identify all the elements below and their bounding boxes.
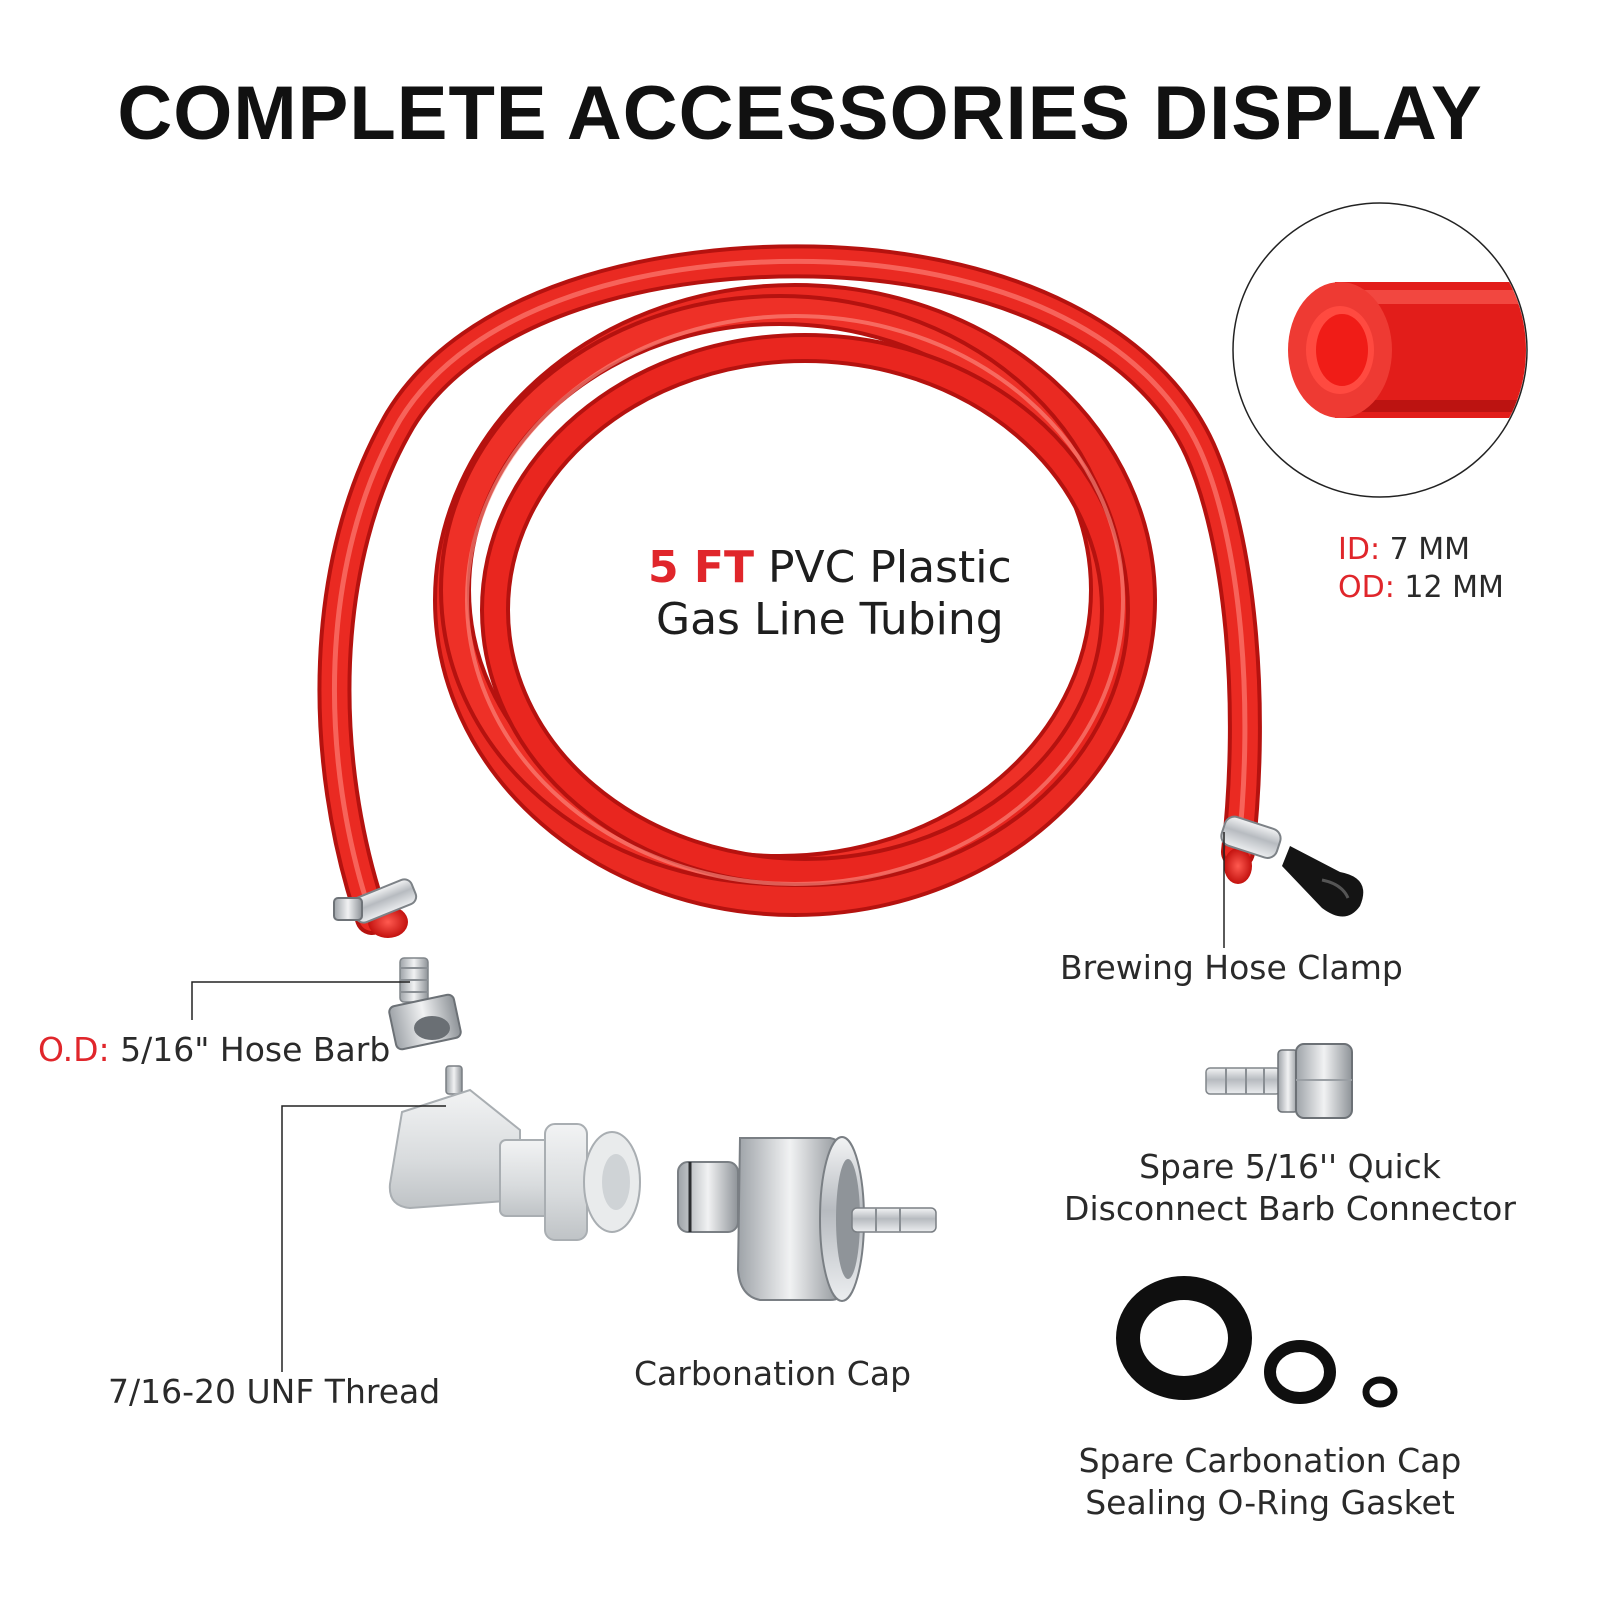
tube-end-right — [1224, 848, 1252, 884]
carbonation-cap — [677, 1136, 937, 1302]
spare-barb-line2: Disconnect Barb Connector — [1064, 1189, 1516, 1228]
o-ring-gaskets — [1116, 1276, 1398, 1408]
hose-barb-label: O.D: 5/16" Hose Barb — [38, 1030, 390, 1069]
brewing-hose-clamp — [1220, 815, 1364, 917]
id-value: 7 MM — [1389, 532, 1470, 567]
spare-barb-line1: Spare 5/16'' Quick — [1139, 1147, 1441, 1186]
hose-clamp-left — [333, 878, 418, 924]
thread-label: 7/16-20 UNF Thread — [108, 1372, 441, 1411]
inner-diameter-label: ID: 7 MM — [1338, 532, 1470, 567]
tubing-material: PVC Plastic — [768, 542, 1012, 593]
carbonation-cap-label: Carbonation Cap — [634, 1354, 912, 1393]
o-ring-label: Spare Carbonation Cap Sealing O-Ring Gas… — [1060, 1440, 1480, 1524]
o-ring-line2: Sealing O-Ring Gasket — [1085, 1483, 1455, 1522]
tubing-label: 5 FT PVC Plastic Gas Line Tubing — [648, 542, 1012, 646]
id-key: ID: — [1338, 532, 1381, 567]
leader-lines — [191, 832, 1225, 1372]
od-key: OD: — [1338, 570, 1395, 605]
o-ring-line1: Spare Carbonation Cap — [1078, 1441, 1462, 1480]
hose-clamp-label: Brewing Hose Clamp — [1060, 948, 1403, 987]
od-value: 12 MM — [1404, 570, 1504, 605]
pvc-tubing-coil — [317, 244, 1262, 935]
outer-diameter-label: OD: 12 MM — [1338, 570, 1504, 605]
tubing-type: Gas Line Tubing — [656, 594, 1004, 645]
tubing-length: 5 FT — [648, 542, 755, 593]
spare-barb-label: Spare 5/16'' Quick Disconnect Barb Conne… — [1060, 1146, 1520, 1230]
tubing-cross-section-zoom — [1232, 202, 1528, 498]
ball-lock-gas-disconnect — [388, 1065, 641, 1241]
page-title: COMPLETE ACCESSORIES DISPLAY — [117, 71, 1483, 156]
hose-barb-fitting — [388, 957, 462, 1051]
spare-barb-connector — [1205, 1043, 1353, 1119]
hose-barb-text: 5/16" Hose Barb — [120, 1030, 391, 1069]
hose-barb-prefix: O.D: — [38, 1030, 110, 1069]
